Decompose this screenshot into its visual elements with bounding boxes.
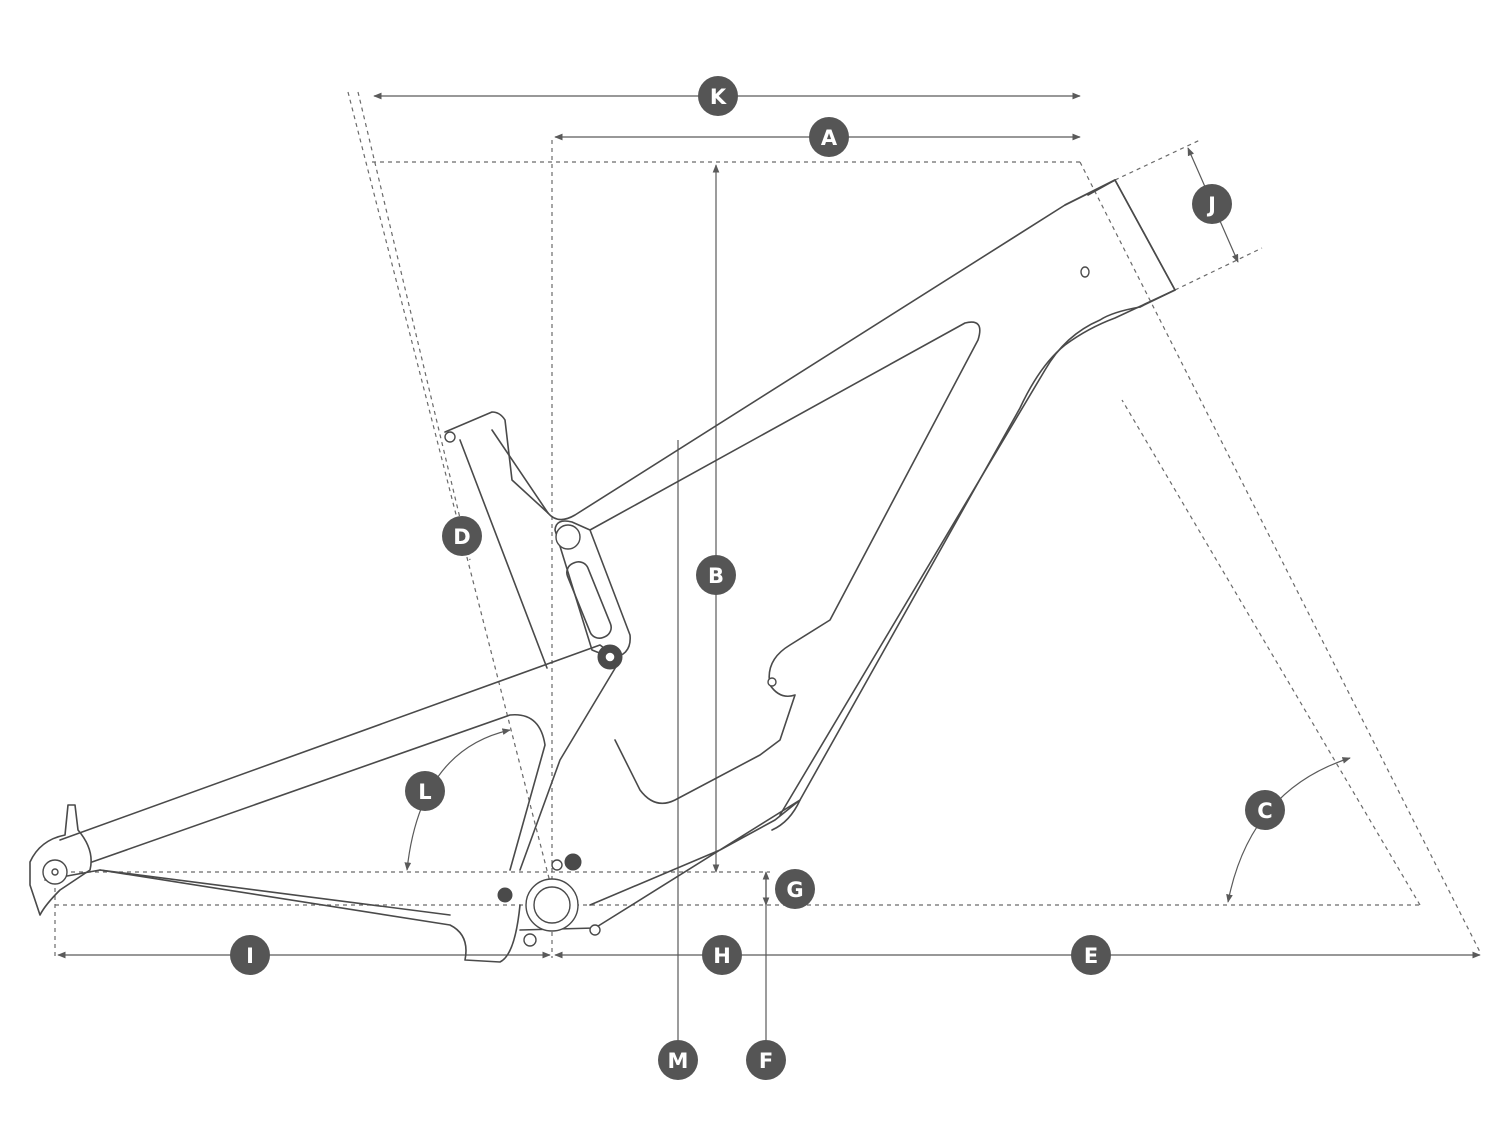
badge-M-circle (658, 1040, 698, 1080)
seat-clamp-bolt (444, 431, 456, 443)
badge-L-text: L (418, 780, 431, 804)
badge-C: C (1245, 790, 1285, 830)
head-angle-line (1079, 161, 1481, 953)
ground-line-angle (1121, 399, 1421, 906)
badge-K: K (698, 76, 738, 116)
rear-axle-inner (51, 868, 59, 876)
reference-lines (54, 91, 1481, 958)
seat-stay (59, 644, 621, 871)
head-tube-bottom-ext (1174, 247, 1263, 291)
badge-F-text: F (759, 1049, 773, 1073)
badge-J-text: J (1206, 193, 1216, 217)
seat-tube-front (491, 429, 549, 514)
badge-labels: K A J D B L C G (230, 76, 1285, 1080)
badge-J-circle (1192, 184, 1232, 224)
dimension-arrows (57, 92, 1481, 1040)
badge-E-circle (1071, 935, 1111, 975)
head-tube (1087, 179, 1176, 308)
badge-I-text: I (246, 944, 254, 968)
main-pivot-inner (604, 651, 616, 663)
seat-angle-line-2 (357, 91, 471, 561)
badge-L: L (405, 771, 445, 811)
bottom-bracket-inner (533, 886, 571, 924)
badge-G: G (775, 869, 815, 909)
hardware (42, 266, 1090, 947)
badge-A: A (809, 117, 849, 157)
badge-D: D (442, 516, 482, 556)
badge-C-text: C (1257, 799, 1272, 823)
arc-C (1226, 757, 1351, 903)
badge-H-circle (702, 935, 742, 975)
chain-stay-guard (99, 869, 451, 916)
badge-H-text: H (713, 944, 731, 968)
badge-B-circle (696, 555, 736, 595)
badge-A-text: A (821, 126, 838, 150)
lower-pivot-2 (497, 887, 513, 903)
front-triangle-inner (589, 321, 981, 805)
badge-K-text: K (710, 85, 727, 109)
badge-B: B (696, 555, 736, 595)
badge-L-circle (405, 771, 445, 811)
down-tube (779, 306, 1141, 816)
badge-J: J (1192, 184, 1232, 224)
badge-G-text: G (786, 878, 803, 902)
badge-M: M (658, 1040, 698, 1080)
rear-dropout (29, 804, 92, 916)
badge-I-circle (230, 935, 270, 975)
badge-D-circle (442, 516, 482, 556)
chain-stay (44, 869, 521, 963)
arc-L (404, 728, 511, 871)
bottle-mount (767, 677, 777, 687)
badge-A-circle (809, 117, 849, 157)
shock-body (566, 561, 612, 639)
seat-tube-rear (459, 439, 548, 669)
badge-F-circle (746, 1040, 786, 1080)
badge-D-text: D (453, 525, 470, 549)
head-tube-port (1080, 266, 1090, 278)
badge-H: H (702, 935, 742, 975)
seat-tube (444, 411, 549, 514)
bb-bolt-1 (523, 933, 537, 947)
badge-G-circle (775, 869, 815, 909)
upper-link-pivot (555, 524, 581, 550)
badge-I: I (230, 935, 270, 975)
badge-E-text: E (1084, 944, 1098, 968)
bb-shell (519, 799, 801, 931)
seat-angle-line (347, 91, 553, 891)
head-tube-top-ext (1114, 139, 1201, 181)
badge-E: E (1071, 935, 1111, 975)
badge-K-circle (698, 76, 738, 116)
badge-C-circle (1245, 790, 1285, 830)
top-tube (547, 179, 1176, 831)
badge-M-text: M (668, 1049, 689, 1073)
lower-pivot (564, 853, 582, 871)
bb-bolt-2 (589, 924, 601, 936)
bb-bolt-3 (551, 859, 563, 871)
badge-B-text: B (708, 564, 724, 588)
badge-F: F (746, 1040, 786, 1080)
seat-stay-inner (91, 714, 546, 871)
frame (29, 179, 1176, 963)
